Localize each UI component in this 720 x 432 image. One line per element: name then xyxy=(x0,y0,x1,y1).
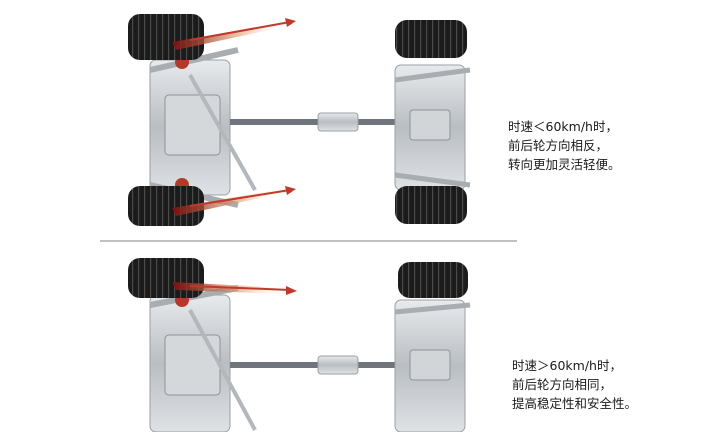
diagram-low-speed xyxy=(128,14,471,226)
rear-axle-assembly xyxy=(149,47,257,208)
caption-line: 时速＞60km/h时， xyxy=(512,358,622,373)
caption-line: 前后轮方向相反， xyxy=(508,138,609,153)
arrow-line-rr xyxy=(189,189,291,207)
caption-line: 前后轮方向相同， xyxy=(512,377,613,392)
arrow-head-icon xyxy=(286,286,297,295)
front-axle-assembly xyxy=(394,64,471,191)
arrow-head-icon xyxy=(285,18,296,27)
front-axle-assembly xyxy=(394,299,471,432)
caption-high-speed: 时速＞60km/h时， 前后轮方向相同， 提高稳定性和安全性。 xyxy=(512,356,637,413)
rear-left-tire xyxy=(128,14,204,60)
arrow-head-icon xyxy=(285,186,296,195)
rear-left-direction-beam xyxy=(172,22,288,50)
caption-line: 转向更加灵活轻便。 xyxy=(508,157,621,172)
arrow-line-rl xyxy=(189,21,291,41)
caption-line: 提高稳定性和安全性。 xyxy=(512,396,638,411)
caption-low-speed: 时速＜60km/h时， 前后轮方向相反， 转向更加灵活轻便。 xyxy=(508,117,621,174)
shaft-joint xyxy=(317,112,359,132)
shaft-joint xyxy=(317,355,359,375)
rear-right-tire xyxy=(128,186,204,226)
front-left-tire xyxy=(395,20,467,58)
front-right-tire xyxy=(395,186,467,224)
rear-left-tire xyxy=(128,258,204,298)
rear-axle-assembly xyxy=(149,285,257,432)
arrow-line-rear xyxy=(189,285,291,291)
caption-line: 时速＜60km/h时， xyxy=(508,119,618,134)
diagram-high-speed xyxy=(128,258,471,432)
front-left-tire xyxy=(398,262,468,298)
